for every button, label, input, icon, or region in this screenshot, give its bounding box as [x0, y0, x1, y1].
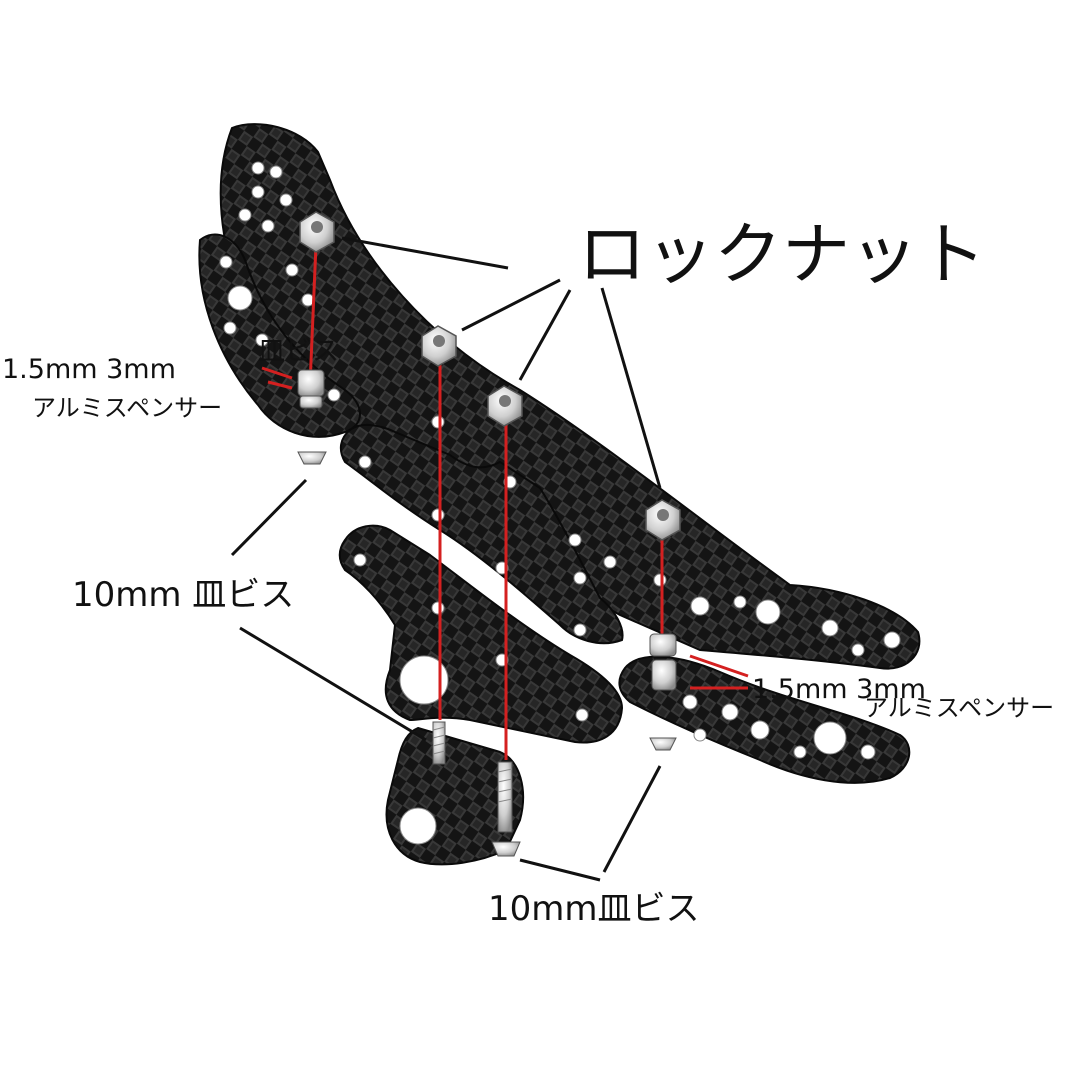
- spacer-red-ticks: [261, 366, 749, 690]
- lock-nut-4: [645, 499, 681, 541]
- spacer-right: [649, 633, 677, 691]
- spacer-left-name-label: アルミスペンサー: [32, 394, 222, 422]
- long-screw-bottom: [491, 761, 521, 857]
- spacer-left: [297, 369, 325, 409]
- plate-holes: [219, 161, 901, 845]
- lock-nut-label: ロックナット: [578, 216, 986, 295]
- countersunk-top-label: 皿ビス: [258, 336, 339, 367]
- leader-lines: [230, 236, 662, 882]
- spacer-right-size-label: 1.5mm 3mm: [752, 674, 926, 705]
- axis-1: [308, 244, 318, 386]
- long-screw-left: [432, 721, 446, 765]
- countersunk-screw-left: [297, 451, 327, 465]
- lock-nut-2: [421, 325, 457, 367]
- screw-left-label: 10mm 皿ビス: [72, 575, 294, 615]
- lock-nut-1: [299, 211, 335, 253]
- countersunk-screw-right: [649, 737, 677, 751]
- middle-plate: [339, 424, 624, 645]
- spacer-right-name-label: アルミスペンサー: [864, 694, 1054, 722]
- screw-bottom-label: 10mm皿ビス: [488, 889, 700, 929]
- assembly-axes: [308, 244, 664, 760]
- lock-nut-3: [487, 385, 523, 427]
- spacer-left-size-label: 1.5mm 3mm: [2, 354, 176, 385]
